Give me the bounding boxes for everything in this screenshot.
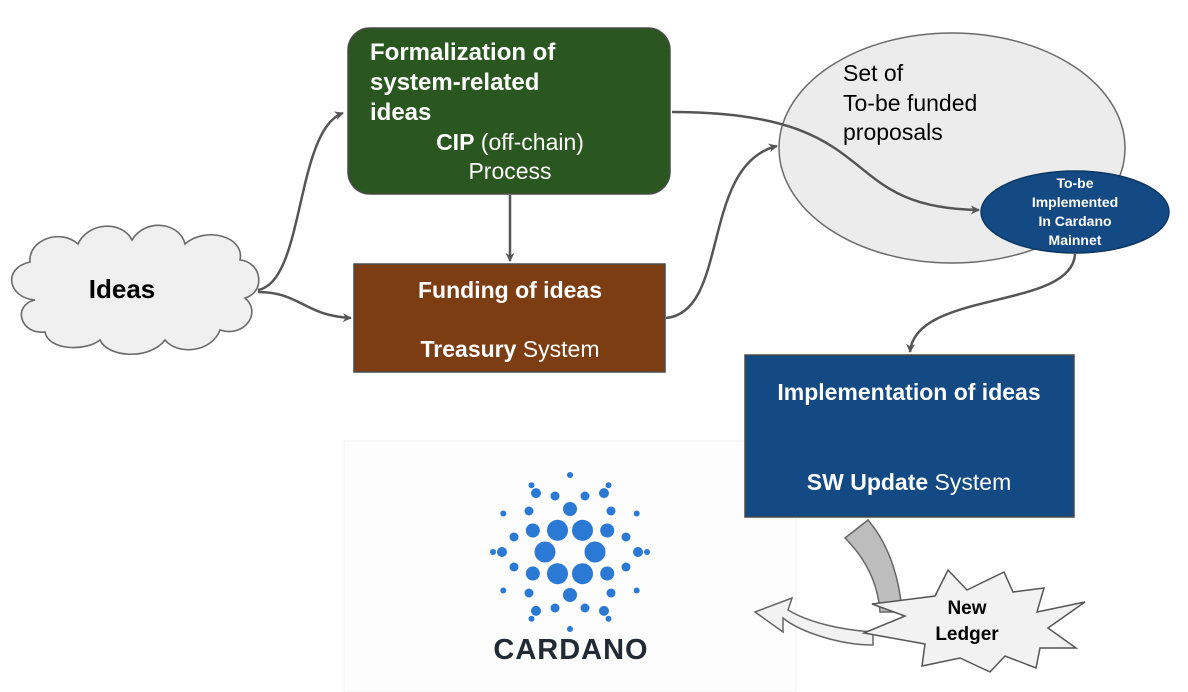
logo-dot: [550, 491, 560, 501]
treasury-line: Treasury System: [421, 336, 600, 362]
logo-dot: [633, 547, 643, 557]
logo-dot: [525, 523, 540, 538]
tbi-line-1: To-be: [1056, 175, 1093, 191]
logo-dot: [563, 588, 577, 602]
logo-dot: [534, 541, 556, 563]
logo-dot: [580, 491, 590, 501]
funding-title: Funding of ideas: [418, 277, 602, 303]
new-ledger-line-2: Ledger: [935, 624, 999, 645]
logo-dot: [509, 532, 519, 542]
arrow-ideas-to-funding: [257, 290, 352, 323]
sw-update-line: SW Update System: [807, 469, 1011, 495]
logo-panel: [343, 440, 797, 692]
funding-box: Funding of ideas Treasury System: [353, 263, 666, 373]
logo-dot: [524, 588, 534, 598]
formalization-box: Formalization of system-related ideas CI…: [347, 27, 671, 195]
logo-dot: [567, 472, 573, 478]
tbi-line-3: In Cardano: [1038, 213, 1111, 229]
logo-dot: [605, 615, 612, 622]
logo-dot: [525, 566, 540, 581]
logo-dot: [580, 603, 590, 613]
logo-dot: [500, 510, 507, 517]
cip-line: CIP (off-chain): [436, 129, 584, 155]
logo-dot: [621, 562, 631, 572]
logo-dot: [606, 588, 616, 598]
cardano-logo-icon: [490, 472, 650, 632]
arrow-from-new-ledger: [753, 596, 874, 646]
ideas-cloud: Ideas: [11, 224, 260, 356]
arrow-funding-to-proposals: [665, 143, 778, 320]
implementation-title: Implementation of ideas: [777, 379, 1040, 405]
treasury-rest: System: [516, 336, 599, 362]
cip-bold: CIP: [436, 129, 474, 155]
cip-rest: (off-chain): [474, 129, 584, 155]
arrow-implemented-to-implementation: [906, 253, 1077, 353]
logo-dot: [547, 563, 568, 585]
process-label: Process: [468, 158, 551, 184]
arrow-ideas-to-formalization: [257, 111, 344, 292]
logo-dot: [644, 549, 650, 555]
logo-dot: [606, 506, 616, 516]
logo-dot: [531, 605, 541, 616]
sw-update-bold: SW Update: [807, 469, 928, 495]
logo-dot: [567, 626, 573, 632]
logo-dot: [547, 519, 568, 541]
new-ledger-line-1: New: [947, 598, 986, 619]
sw-update-rest: System: [928, 469, 1011, 495]
arrow-formalization-to-implemented: [671, 110, 980, 215]
formalization-title-2: system-related: [370, 69, 539, 96]
logo-dot: [563, 502, 577, 516]
logo-dot: [605, 482, 612, 489]
cardano-wordmark: CARDANO: [493, 634, 648, 666]
tbi-line-2: Implemented: [1032, 194, 1118, 210]
logo-dot: [528, 615, 535, 622]
logo-dot: [599, 488, 609, 499]
logo-dot: [633, 510, 640, 517]
formalization-title-1: Formalization of: [370, 39, 556, 66]
logo-dot: [621, 532, 631, 542]
proposals-line-2: To-be funded: [843, 90, 977, 116]
logo-dot: [490, 549, 496, 555]
ideas-label: Ideas: [89, 274, 156, 304]
logo-dot: [572, 519, 593, 541]
logo-dot: [500, 587, 507, 594]
logo-dot: [600, 523, 615, 538]
logo-dot: [509, 562, 519, 572]
new-ledger-burst: New Ledger: [861, 568, 1086, 673]
logo-dot: [633, 587, 640, 594]
proposals-line-3: proposals: [843, 119, 943, 145]
to-be-implemented-ellipse: To-be Implemented In Cardano Mainnet: [980, 170, 1170, 254]
proposals-line-1: Set of: [843, 60, 904, 86]
implementation-box: Implementation of ideas SW Update System: [744, 354, 1075, 518]
logo-dot: [531, 488, 541, 499]
logo-dot: [600, 566, 615, 581]
tbi-line-4: Mainnet: [1049, 232, 1102, 248]
arrow-to-new-ledger: [843, 518, 903, 613]
logo-dot: [497, 547, 507, 557]
logo-dot: [524, 506, 534, 516]
logo-dot: [528, 482, 535, 489]
logo-dot: [572, 563, 593, 585]
logo-dot: [584, 541, 606, 563]
logo-dot: [550, 603, 560, 613]
logo-dot: [599, 605, 609, 616]
formalization-title-3: ideas: [370, 99, 431, 126]
treasury-bold: Treasury: [421, 336, 517, 362]
